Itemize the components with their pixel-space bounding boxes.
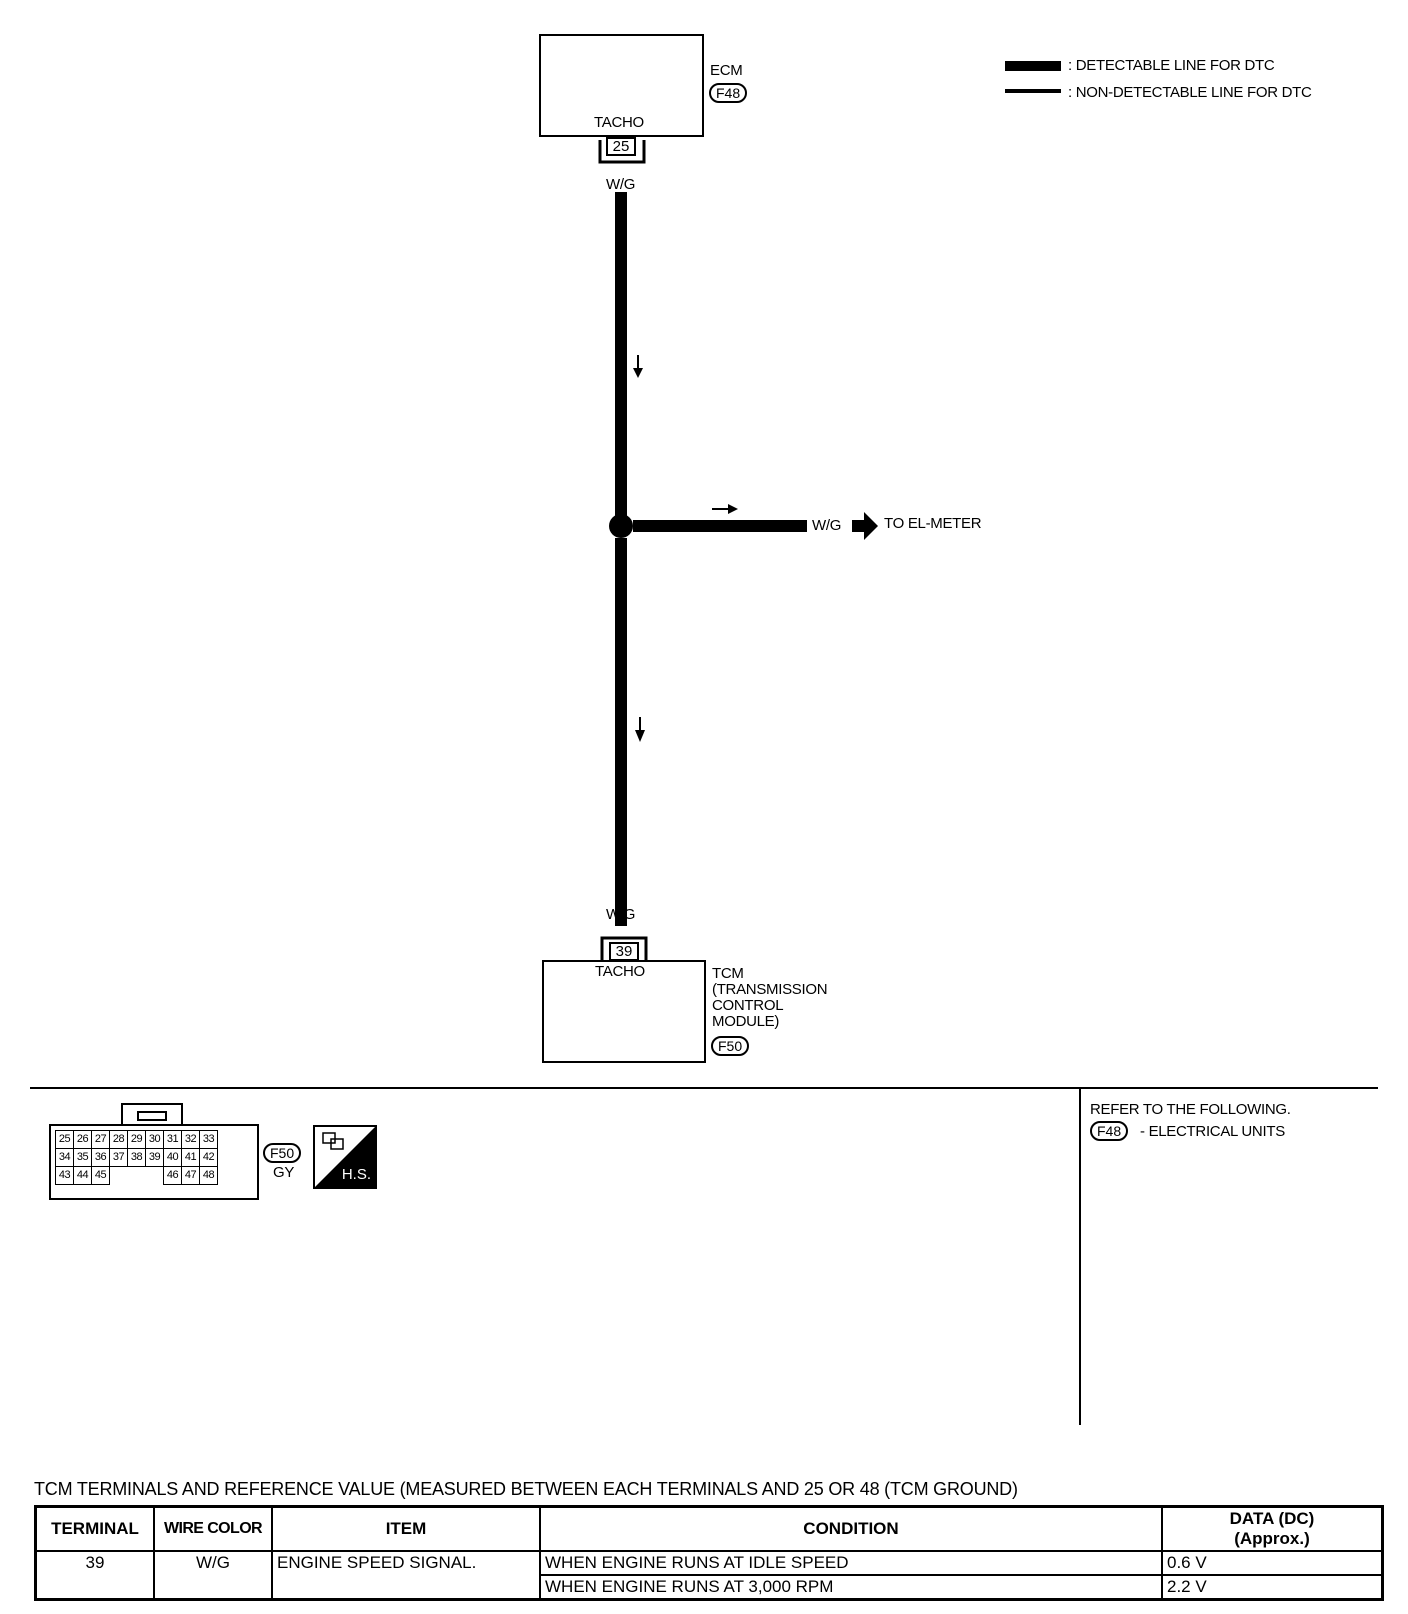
tcm-name-line4: MODULE) [712, 1013, 780, 1030]
connector-pin: 31 [163, 1130, 182, 1149]
connector-pin: 36 [91, 1148, 110, 1167]
branch-wire-color: W/G [812, 517, 842, 534]
connector-pin: 25 [55, 1130, 74, 1149]
refer-divider [1079, 1089, 1081, 1425]
legend-thin-swatch [1005, 89, 1061, 93]
connector-pin: 45 [91, 1166, 110, 1185]
connector-pin: 39 [145, 1148, 164, 1167]
tcm-name-line3: CONTROL [712, 997, 784, 1014]
connector-pin: 35 [73, 1148, 92, 1167]
hs-harness-side-icon: H.S. [313, 1125, 377, 1189]
cell-condition-1: WHEN ENGINE RUNS AT IDLE SPEED [539, 1550, 1163, 1576]
connector-pin: 26 [73, 1130, 92, 1149]
header-data: DATA (DC) (Approx.) [1161, 1505, 1384, 1552]
connector-pin: 28 [109, 1130, 128, 1149]
cell-item: ENGINE SPEED SIGNAL. [271, 1550, 541, 1601]
connector-pin: 44 [73, 1166, 92, 1185]
wire-branch-el-meter [633, 520, 807, 532]
tcm-reference-table: TERMINAL WIRE COLOR ITEM CONDITION DATA … [34, 1505, 1384, 1601]
tcm-pin-label: TACHO [595, 963, 645, 980]
connector-view-color: GY [273, 1164, 295, 1181]
tcm-name-line1: TCM [712, 965, 744, 982]
connector-pin: 38 [127, 1148, 146, 1167]
connector-view-badge: F50 [263, 1143, 302, 1163]
connector-pin: 42 [199, 1148, 218, 1167]
header-item: ITEM [271, 1505, 541, 1552]
ecm-pin-number: 25 [606, 137, 636, 156]
header-data-line1: DATA (DC) [1229, 1509, 1315, 1528]
connector-latch [121, 1103, 183, 1125]
header-data-line2: (Approx.) [1234, 1529, 1310, 1548]
header-terminal: TERMINAL [34, 1505, 155, 1552]
cell-wire-color: W/G [153, 1550, 273, 1601]
wire-ecm-to-splice [615, 192, 627, 526]
connector-pin-blank [128, 1167, 146, 1185]
connector-pin-grid: 25 26 27 28 29 30 31 32 33 34 35 36 37 3… [55, 1130, 218, 1185]
header-wire-color: WIRE COLOR [153, 1505, 273, 1552]
connector-pin: 30 [145, 1130, 164, 1149]
ecm-wire-color: W/G [606, 176, 636, 193]
table-header-row: TERMINAL WIRE COLOR ITEM CONDITION DATA … [34, 1505, 1384, 1552]
wire-splice-to-tcm [615, 538, 627, 926]
refer-connector-badge: F48 [1090, 1121, 1129, 1141]
hs-badge-text: H.S. [341, 1166, 371, 1183]
connector-pin: 27 [91, 1130, 110, 1149]
to-el-meter-arrow-icon [852, 512, 878, 540]
connector-pin-blank [110, 1167, 128, 1185]
legend-detectable-text: : DETECTABLE LINE FOR DTC [1068, 57, 1275, 74]
connector-pin: 48 [199, 1166, 218, 1185]
branch-destination: TO EL-METER [884, 515, 982, 532]
ecm-pin-label: TACHO [594, 114, 644, 131]
flow-arrow-right-head [728, 504, 738, 514]
connector-pin: 37 [109, 1148, 128, 1167]
connector-pin-blank [146, 1167, 164, 1185]
connector-pin: 33 [199, 1130, 218, 1149]
tcm-pin-housing [600, 936, 648, 962]
connector-pin: 47 [181, 1166, 200, 1185]
tcm-pin-number: 39 [609, 942, 639, 961]
tcm-connector-badge: F50 [711, 1036, 750, 1056]
ecm-box [539, 34, 704, 137]
connector-pin: 34 [55, 1148, 74, 1167]
tcm-box [542, 960, 706, 1063]
table-row: 39 W/G ENGINE SPEED SIGNAL. WHEN ENGINE … [34, 1550, 1384, 1601]
refer-title: REFER TO THE FOLLOWING. [1090, 1101, 1291, 1118]
flow-arrow-down-1-head [633, 368, 643, 378]
cell-condition-2: WHEN ENGINE RUNS AT 3,000 RPM [539, 1574, 1163, 1601]
ecm-connector-badge: F48 [709, 83, 748, 103]
tcm-name-line2: (TRANSMISSION [712, 981, 828, 998]
table-caption: TCM TERMINALS AND REFERENCE VALUE (MEASU… [34, 1479, 1018, 1499]
splice-point [609, 514, 633, 538]
refer-text: - ELECTRICAL UNITS [1140, 1123, 1285, 1140]
connector-pin: 41 [181, 1148, 200, 1167]
legend-non-detectable-text: : NON-DETECTABLE LINE FOR DTC [1068, 84, 1312, 101]
header-condition: CONDITION [539, 1505, 1163, 1552]
cell-data-2: 2.2 V [1161, 1574, 1384, 1601]
flow-arrow-down-2-head [635, 730, 645, 742]
connector-pin: 29 [127, 1130, 146, 1149]
table-row: WHEN ENGINE RUNS AT 3,000 RPM 2.2 V [36, 1574, 1384, 1601]
connector-f50-face: 25 26 27 28 29 30 31 32 33 34 35 36 37 3… [49, 1124, 259, 1200]
cell-terminal: 39 [34, 1550, 155, 1601]
connector-pin: 40 [163, 1148, 182, 1167]
connector-pin: 43 [55, 1166, 74, 1185]
connector-pin: 32 [181, 1130, 200, 1149]
connector-pin: 46 [163, 1166, 182, 1185]
ecm-name: ECM [710, 62, 743, 79]
ecm-pin-housing [598, 140, 646, 164]
cell-data-1: 0.6 V [1161, 1550, 1384, 1576]
tcm-wire-color: W/G [606, 906, 636, 923]
section-divider [30, 1087, 1378, 1089]
legend-thick-swatch [1005, 61, 1061, 71]
